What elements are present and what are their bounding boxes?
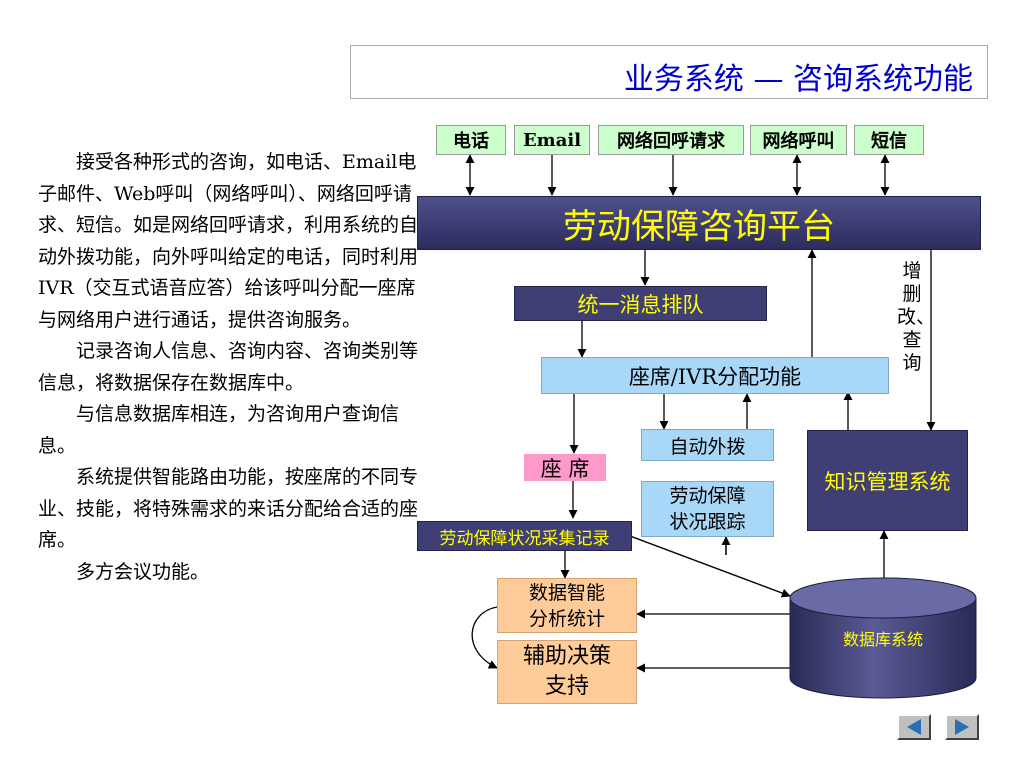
page-title: 业务系统 — 咨询系统功能 <box>623 62 973 97</box>
database-label: 数据库系统 <box>842 630 923 649</box>
paragraph-5: 多方会议功能。 <box>76 560 210 583</box>
prev-slide-button[interactable] <box>897 714 931 740</box>
channel-web-callback: 网络回呼请求 <box>598 125 744 155</box>
seat-box: 座 席 <box>524 454 606 481</box>
next-slide-button[interactable] <box>945 714 979 740</box>
crud-label: 增删改、查询 <box>897 260 936 374</box>
ivr-box: 座席/IVR分配功能 <box>541 357 889 394</box>
tracking-box: 劳动保障状况跟踪 <box>641 481 774 537</box>
knowledge-box: 知识管理系统 <box>807 430 968 531</box>
platform-box: 劳动保障咨询平台 <box>417 196 981 250</box>
decision-box: 辅助决策支持 <box>497 640 637 704</box>
triangle-left-icon <box>907 719 921 735</box>
channel-email: Email <box>514 125 590 155</box>
queue-box: 统一消息排队 <box>514 286 767 321</box>
channel-web-call: 网络呼叫 <box>750 125 847 155</box>
paragraph-4: 系统提供智能路由功能，按座席的不同专业、技能，将特殊需求的来话分配给合适的座席。 <box>38 466 419 551</box>
triangle-right-icon <box>955 719 969 735</box>
analysis-box: 数据智能分析统计 <box>497 578 637 633</box>
body-text: 接受各种形式的咨询，如电话、Email电子邮件、Web呼叫（网络呼叫）、网络回呼… <box>38 147 430 588</box>
arrow-collect-database <box>629 535 791 598</box>
collect-box: 劳动保障状况采集记录 <box>417 521 632 551</box>
channel-phone: 电话 <box>436 125 506 155</box>
paragraph-1: 接受各种形式的咨询，如电话、Email电子邮件、Web呼叫（网络呼叫）、网络回呼… <box>38 151 419 331</box>
arrow-analysis-decision <box>471 606 498 669</box>
database-cylinder <box>789 577 977 699</box>
channel-sms: 短信 <box>854 125 924 155</box>
paragraph-2: 记录咨询人信息、咨询内容、咨询类别等信息，将数据保存在数据库中。 <box>38 340 419 394</box>
outbound-box: 自动外拨 <box>641 429 774 461</box>
title-box: 业务系统 — 咨询系统功能 <box>350 45 988 99</box>
paragraph-3: 与信息数据库相连，为咨询用户查询信息。 <box>38 403 400 457</box>
